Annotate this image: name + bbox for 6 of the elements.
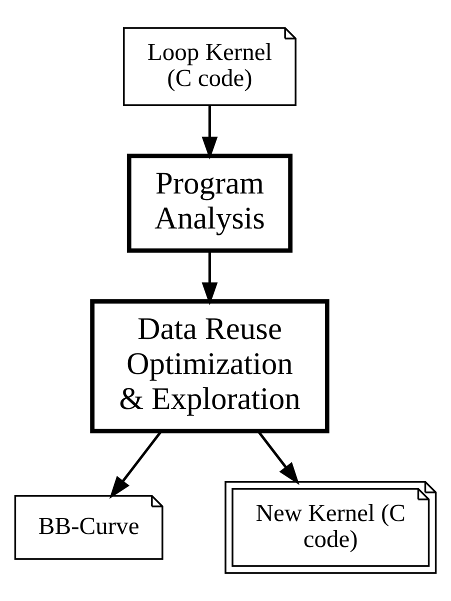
arrow — [109, 430, 162, 499]
arrow — [202, 105, 218, 160]
node-box: Data Reuse Optimization & Exploration — [90, 299, 330, 434]
arrow — [257, 430, 300, 485]
node-box: Program Analysis — [126, 154, 293, 253]
arrow — [202, 251, 218, 306]
